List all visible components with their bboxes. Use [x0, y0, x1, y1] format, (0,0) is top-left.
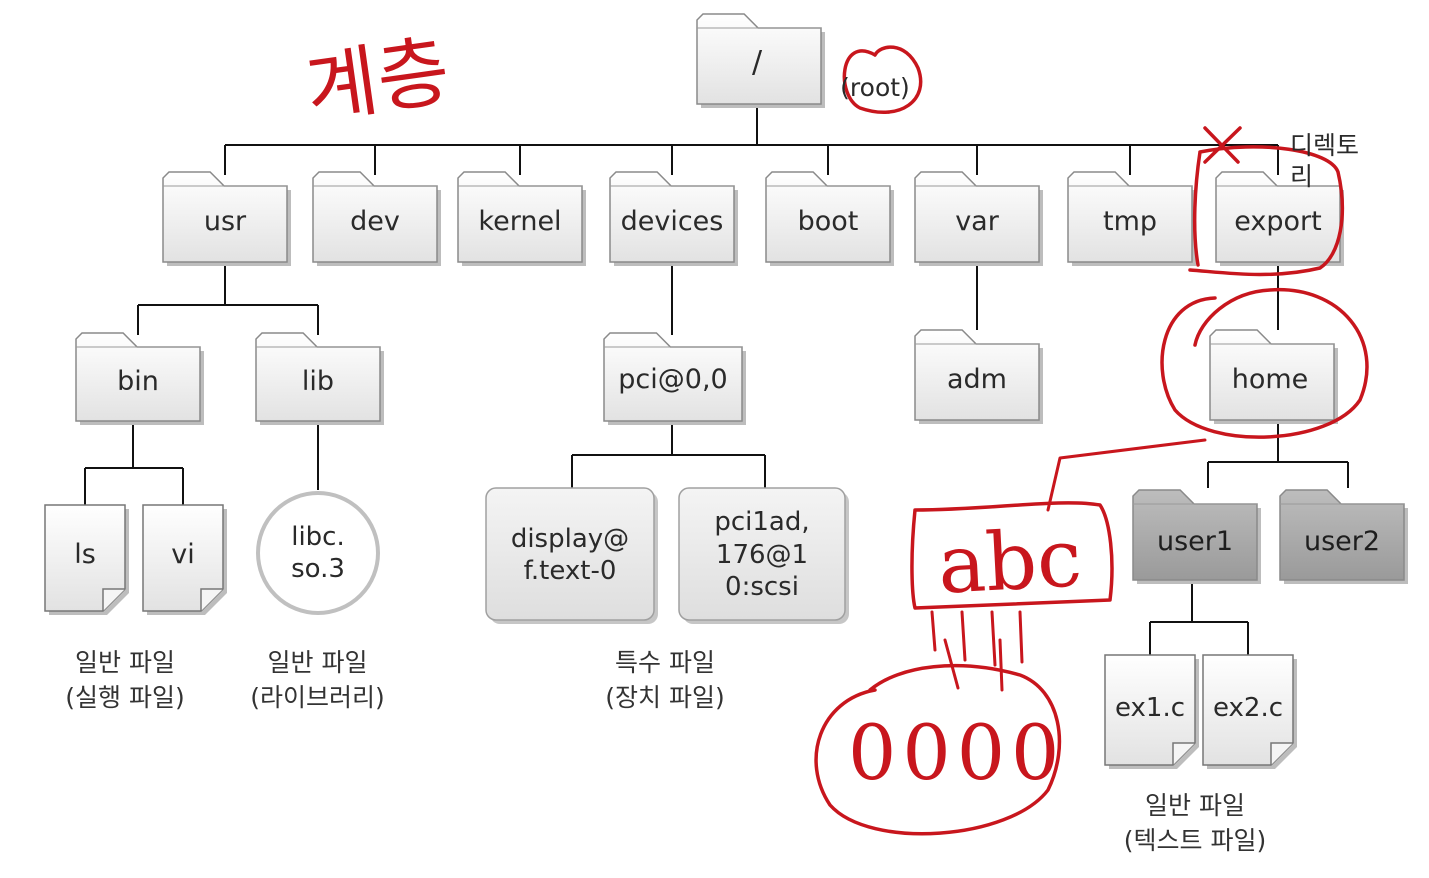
folder-devices [609, 171, 738, 266]
folder-tmp [1067, 171, 1196, 266]
device-display [485, 487, 658, 624]
handwritten-annotations [814, 45, 1369, 836]
file-vi [142, 504, 227, 615]
tree-connectors [84, 105, 1349, 655]
folder-root [696, 13, 825, 108]
folder-dev [312, 171, 441, 266]
folder-adm [914, 329, 1043, 424]
caption-device-files: 특수 파일 (장치 파일) [605, 648, 725, 712]
export-cross-mark [1203, 126, 1242, 164]
abc-box-mark [910, 501, 1114, 610]
file-ex2-c [1202, 654, 1297, 769]
caption-text-files: 일반 파일 (텍스트 파일) [1123, 791, 1267, 855]
file-ls [44, 504, 129, 615]
file-ex1-c [1104, 654, 1199, 769]
folder-boot [765, 171, 894, 266]
folder-kernel [457, 171, 586, 266]
folder-user2 [1279, 489, 1408, 584]
folder-home [1209, 329, 1338, 424]
folder-usr [162, 171, 291, 266]
caption-executable-files: 일반 파일 (실행 파일) [65, 648, 185, 712]
folder-export [1215, 171, 1344, 266]
bits-oval-mark [814, 663, 1062, 836]
bit-tick-marks [930, 610, 1024, 692]
home-circle-mark [1160, 288, 1369, 439]
export-circle-mark [1188, 145, 1345, 277]
folder-user1 [1132, 489, 1261, 584]
root-circle-mark [842, 45, 923, 114]
tree-nodes [44, 13, 1408, 769]
folder-var [914, 171, 1043, 266]
library-libc [256, 491, 380, 615]
folder-pci [603, 332, 746, 425]
device-scsi [678, 487, 849, 624]
pointer-line-mark [1046, 438, 1207, 512]
caption-library-files: 일반 파일 (라이브러리) [250, 648, 385, 712]
folder-bin [75, 332, 204, 425]
folder-lib [255, 332, 384, 425]
